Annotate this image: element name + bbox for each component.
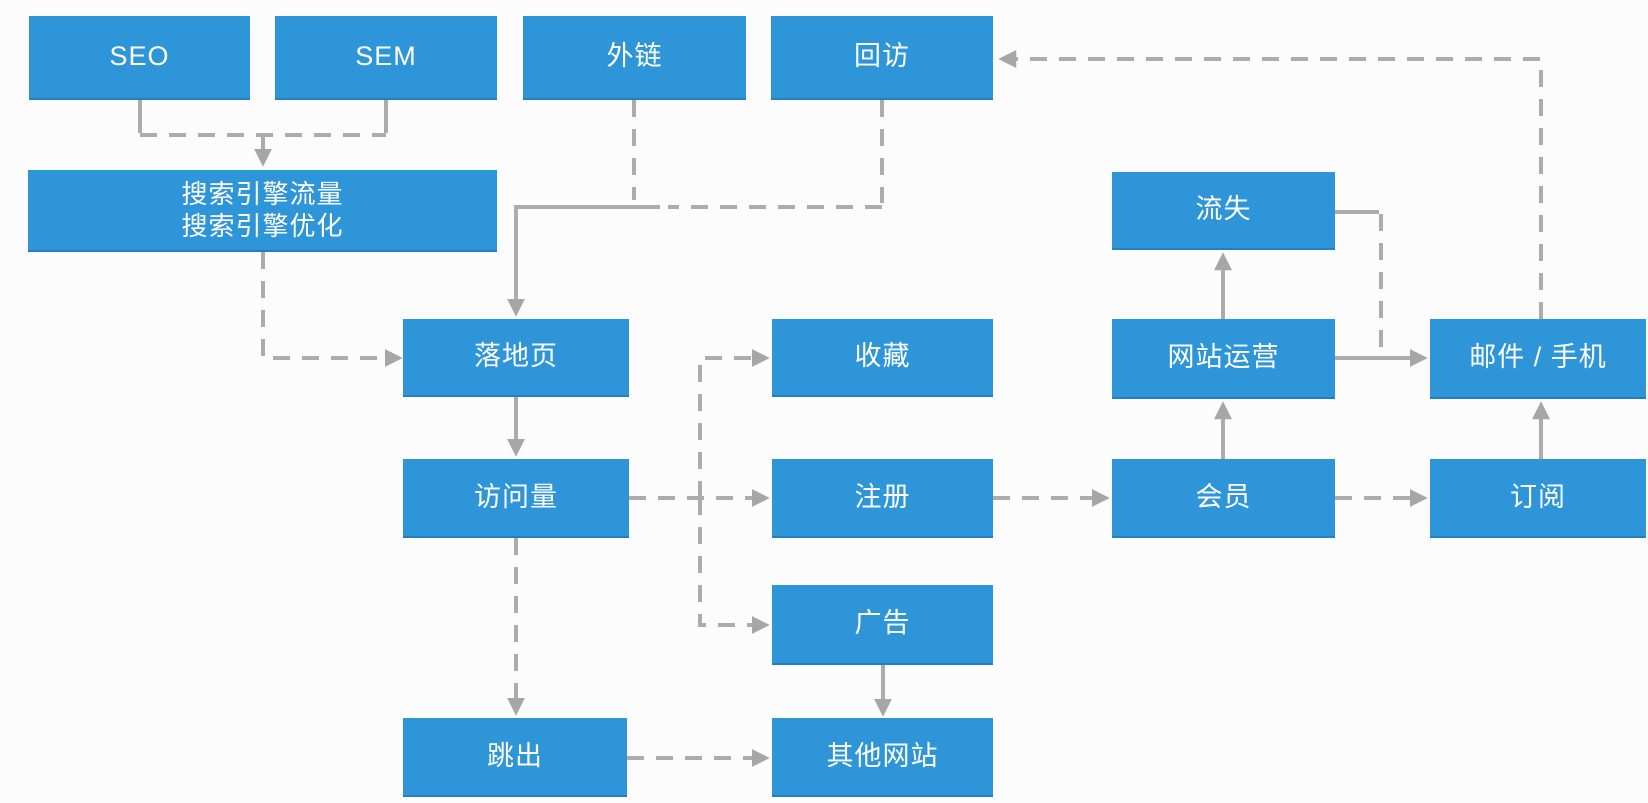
node-label-line1: 搜索引擎流量 [181, 178, 344, 209]
node-label: 其他网站 [826, 740, 939, 771]
node-site-operation: 网站运营 [1112, 319, 1335, 399]
edge-visits-to-favorites [698, 349, 770, 498]
node-label: 网站运营 [1167, 342, 1280, 373]
node-subscribe: 订阅 [1430, 459, 1646, 538]
node-seo: SEO [29, 16, 250, 100]
node-email-phone: 邮件 / 手机 [1430, 319, 1646, 399]
edge-email-phone-to-revisit [998, 50, 1543, 319]
node-label: 回访 [854, 41, 910, 72]
node-label: 流失 [1195, 194, 1252, 225]
node-label: SEO [109, 41, 170, 72]
node-ads: 广告 [772, 585, 993, 665]
edge-visits-to-ads [698, 498, 770, 634]
node-sem: SEM [275, 16, 497, 100]
node-search-engine-traffic: 搜索引擎流量 搜索引擎优化 [28, 170, 497, 252]
node-member: 会员 [1112, 459, 1335, 538]
node-favorites: 收藏 [772, 319, 993, 397]
node-label: 访问量 [474, 481, 558, 512]
node-label: SEM [355, 41, 417, 72]
node-label: 邮件 / 手机 [1469, 342, 1607, 373]
edge-search-engine-to-landing-page [261, 252, 403, 367]
node-label: 落地页 [474, 341, 558, 372]
node-label: 广告 [854, 608, 911, 639]
node-label-line2: 搜索引擎优化 [181, 211, 344, 241]
node-revisit: 回访 [771, 16, 993, 100]
node-external-links: 外链 [523, 16, 746, 100]
node-landing-page: 落地页 [403, 319, 629, 397]
node-bounce: 跳出 [403, 718, 627, 797]
node-label: 收藏 [854, 341, 911, 372]
node-visits: 访问量 [403, 459, 629, 538]
node-label: 跳出 [487, 740, 543, 771]
node-label: 会员 [1195, 481, 1252, 512]
node-label: 外链 [606, 41, 663, 72]
node-other-sites: 其他网站 [772, 718, 993, 797]
node-register: 注册 [772, 459, 993, 538]
node-label: 注册 [854, 481, 911, 512]
node-label: 订阅 [1510, 481, 1566, 512]
node-churn: 流失 [1112, 172, 1335, 250]
